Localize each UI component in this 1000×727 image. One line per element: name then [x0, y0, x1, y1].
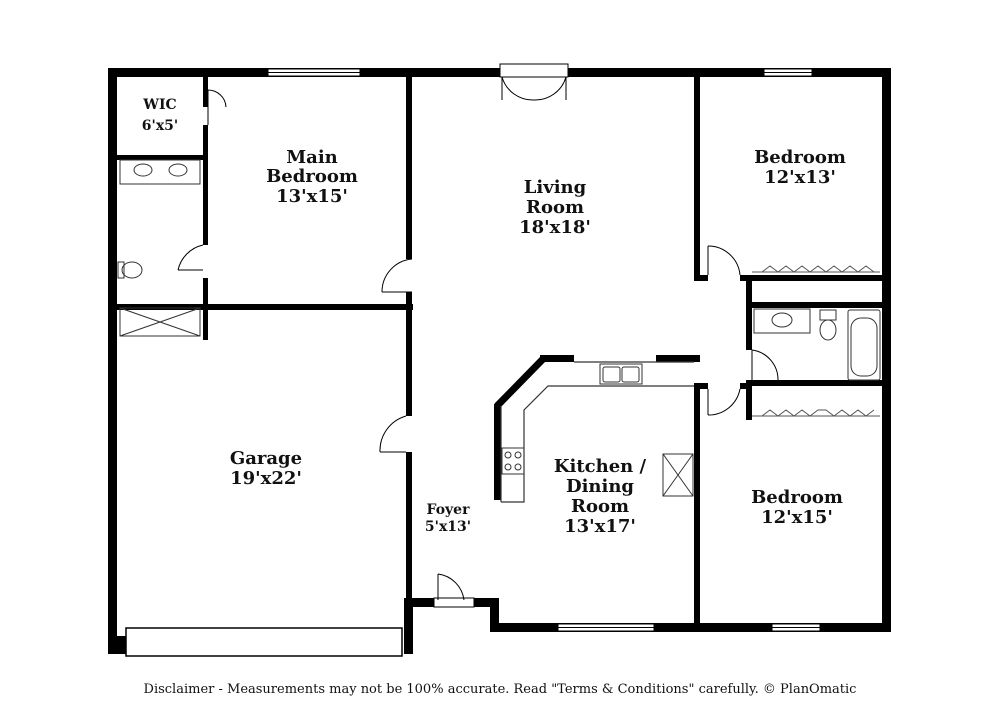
windows [267, 68, 821, 632]
closet-doors [752, 265, 880, 417]
bedroom-ne-dim: 12'x13' [764, 167, 836, 188]
garage-name: Garage [230, 448, 302, 469]
disclaimer-text: Disclaimer - Measurements may not be 100… [143, 682, 857, 697]
interior-walls [117, 77, 890, 654]
kitchen-angled-wall [494, 356, 546, 409]
room-labels: WIC 6'x5' Main Bedroom 13'x15' Living Ro… [142, 97, 846, 537]
main-bedroom-name-1: Main [286, 147, 338, 168]
stove [501, 447, 525, 475]
main-bedroom-dim: 13'x15' [276, 186, 348, 207]
main-bedroom-name-2: Bedroom [266, 166, 358, 187]
wic-name: WIC [142, 97, 176, 113]
living-room-name-1: Living [524, 177, 587, 198]
bedroom-ne-name: Bedroom [754, 147, 846, 168]
kitchen-name-2: Dining [566, 476, 634, 497]
garage-door [117, 627, 403, 657]
kitchen-name-3: Room [571, 496, 629, 517]
main-bath-fixtures [117, 159, 201, 337]
door-swings [177, 63, 779, 608]
refrigerator [662, 453, 694, 497]
foyer-dim: 5'x13' [425, 519, 471, 535]
kitchen-sink [599, 363, 643, 385]
kitchen-name-1: Kitchen / [554, 456, 647, 477]
living-room-name-2: Room [526, 197, 584, 218]
living-room-dim: 18'x18' [519, 217, 591, 238]
kitchen-dim: 13'x17' [564, 516, 636, 537]
garage-dim: 19'x22' [230, 468, 302, 489]
kitchen-counter [500, 361, 694, 503]
foyer-name: Foyer [427, 502, 471, 518]
bedroom-se-name: Bedroom [751, 487, 843, 508]
wic-dim: 6'x5' [142, 118, 178, 134]
hall-bath-fixtures [753, 308, 881, 381]
bedroom-se-dim: 12'x15' [761, 507, 833, 528]
